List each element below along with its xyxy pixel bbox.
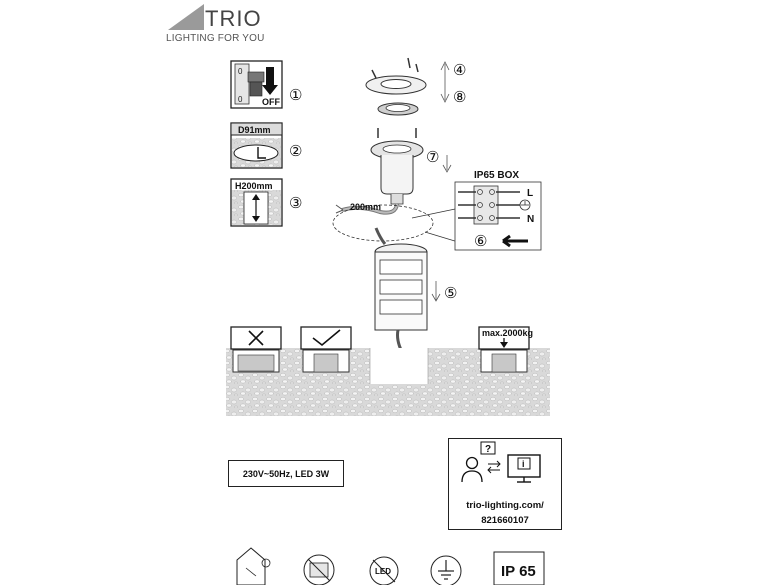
ip65-box-title: IP65 BOX (474, 170, 519, 181)
brand-title: TRIO (205, 6, 262, 31)
led-icon-label: LED (375, 567, 391, 576)
led-not-replaceable-icon (369, 556, 399, 585)
step-number-1: ① (289, 86, 302, 104)
earth-ground-icon (430, 555, 462, 585)
down-arrow-icon (431, 281, 441, 302)
class-ii-light-icon (236, 547, 271, 585)
support-user-icon: ? (461, 441, 496, 483)
terminal-neutral-label: N (527, 214, 534, 225)
step-number-3: ③ (289, 194, 302, 212)
ip65-rating-icon (493, 551, 545, 585)
exchange-arrows-icon (487, 460, 501, 474)
step-number-7: ⑦ (426, 148, 439, 166)
brand-tagline: LIGHTING FOR YOU (166, 33, 265, 44)
svg-text:0: 0 (238, 95, 243, 104)
down-arrow-icon (442, 155, 452, 173)
step2-hole-diameter-icon (230, 122, 283, 169)
step-number-2: ② (289, 142, 302, 160)
wrong-installation-icon (230, 326, 282, 373)
svg-text:i: i (522, 459, 525, 469)
up-down-arrow-icon (440, 61, 450, 103)
ip65-rating-label: IP 65 (501, 563, 536, 580)
step-number-5: ⑤ (444, 284, 457, 302)
off-label: OFF (262, 97, 280, 107)
ip65-wiring-box (454, 181, 542, 251)
cover-ring-with-screws (365, 57, 427, 116)
support-info-box (448, 438, 562, 530)
cable-length-label: 200mm (350, 202, 381, 212)
depth-label: H200mm (235, 181, 273, 191)
step-number-4: ④ (453, 61, 466, 79)
lamp-body (370, 128, 424, 205)
svg-text:0: 0 (238, 67, 243, 76)
max-load-icon (478, 326, 530, 373)
correct-installation-icon (300, 326, 352, 373)
no-covering-icon (303, 554, 335, 585)
monitor-info-icon: i (507, 454, 541, 483)
electrical-spec-box: 230V~50Hz, LED 3W (228, 460, 344, 487)
step1-power-off-icon: 0 0 (230, 60, 283, 109)
step3-hole-depth-icon (230, 178, 283, 227)
trio-logo-icon (168, 4, 204, 30)
product-code: 821660107 (481, 515, 529, 526)
terminal-live-label: L (527, 188, 533, 199)
support-url: trio-lighting.com/ (466, 500, 544, 511)
step-number-6: ⑥ (474, 232, 487, 250)
max-load-label: max.2000kg (482, 328, 533, 338)
svg-text:?: ? (485, 444, 491, 455)
step-number-8: ⑧ (453, 88, 466, 106)
diameter-label: D91mm (238, 125, 271, 135)
mounting-sleeve (374, 227, 428, 353)
